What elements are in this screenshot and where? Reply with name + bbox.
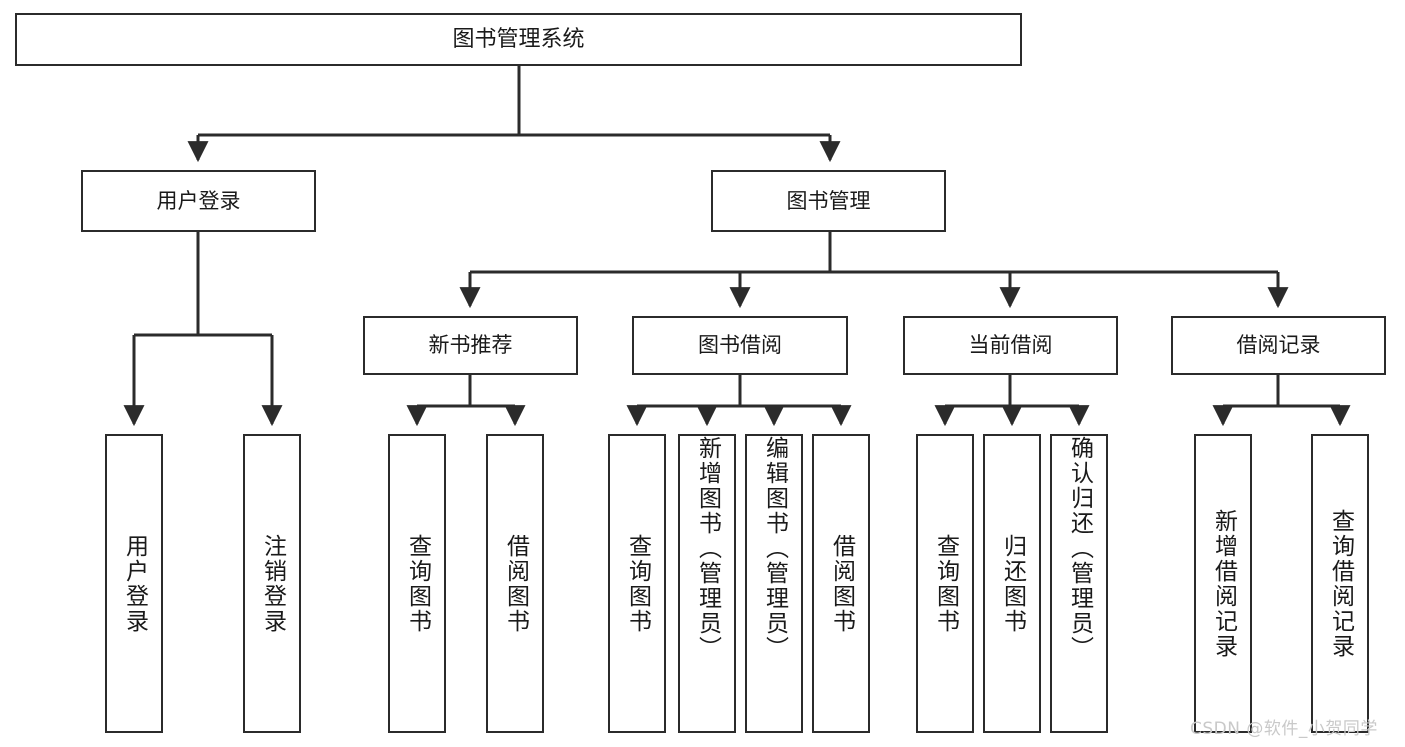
node-label: 图书管理系统 [452,26,585,52]
edge-borrow-record-to-leaves [1212,375,1351,427]
node-label: 归还图书 [999,533,1026,634]
leaf-confirm-return-admin[interactable]: 确认归还（管理员） [1050,434,1108,733]
leaf-edit-book-admin[interactable]: 编辑图书（管理员） [745,434,803,733]
node-label: 借阅记录 [1236,333,1321,358]
node-label: 编辑图书（管理员） [761,436,788,661]
node-label: 用户登录 [156,188,241,213]
edge-root-to-level2 [187,66,841,163]
edge-book-mgmt-to-level3 [459,232,1289,309]
leaf-query-borrow-record[interactable]: 查询借阅记录 [1311,434,1369,733]
leaf-user-login[interactable]: 用户登录 [105,434,163,733]
edge-current-borrow-to-leaves [934,375,1090,427]
node-root-system[interactable]: 图书管理系统 [15,13,1022,66]
node-label: 查询图书 [404,533,431,634]
csdn-watermark: CSDN @软件_小贺同学 [1190,719,1378,739]
node-book-borrow[interactable]: 图书借阅 [632,316,848,375]
edge-user-login-to-leaves [123,232,283,427]
node-book-management[interactable]: 图书管理 [711,170,946,232]
leaf-query-book-borrow[interactable]: 查询图书 [608,434,666,733]
leaf-return-book[interactable]: 归还图书 [983,434,1041,733]
node-label: 图书管理 [786,188,871,213]
node-label: 新书推荐 [428,333,513,358]
node-label: 查询图书 [624,533,651,634]
node-label: 确认归还（管理员） [1066,436,1093,661]
node-label: 查询图书 [932,533,959,634]
leaf-query-book-current[interactable]: 查询图书 [916,434,974,733]
node-label: 注销登录 [259,533,286,634]
edge-borrow-to-leaves [626,375,852,427]
leaf-add-book-admin[interactable]: 新增图书（管理员） [678,434,736,733]
node-new-book-recommend[interactable]: 新书推荐 [363,316,578,375]
edge-new-book-to-leaves [406,375,526,427]
leaf-add-borrow-record[interactable]: 新增借阅记录 [1194,434,1252,733]
leaf-borrow-book[interactable]: 借阅图书 [812,434,870,733]
node-label: 借阅图书 [502,533,529,634]
node-borrow-record[interactable]: 借阅记录 [1171,316,1386,375]
node-label: 当前借阅 [968,333,1053,358]
node-label: 用户登录 [121,533,148,634]
leaf-borrow-book-recommend[interactable]: 借阅图书 [486,434,544,733]
node-label: 图书借阅 [698,333,782,358]
node-label: 查询借阅记录 [1327,508,1354,659]
node-label: 新增借阅记录 [1210,508,1237,659]
node-label: 新增图书（管理员） [694,436,721,661]
node-user-login[interactable]: 用户登录 [81,170,316,232]
leaf-query-book-recommend[interactable]: 查询图书 [388,434,446,733]
node-current-borrow[interactable]: 当前借阅 [903,316,1118,375]
leaf-logout[interactable]: 注销登录 [243,434,301,733]
node-label: 借阅图书 [828,533,855,634]
